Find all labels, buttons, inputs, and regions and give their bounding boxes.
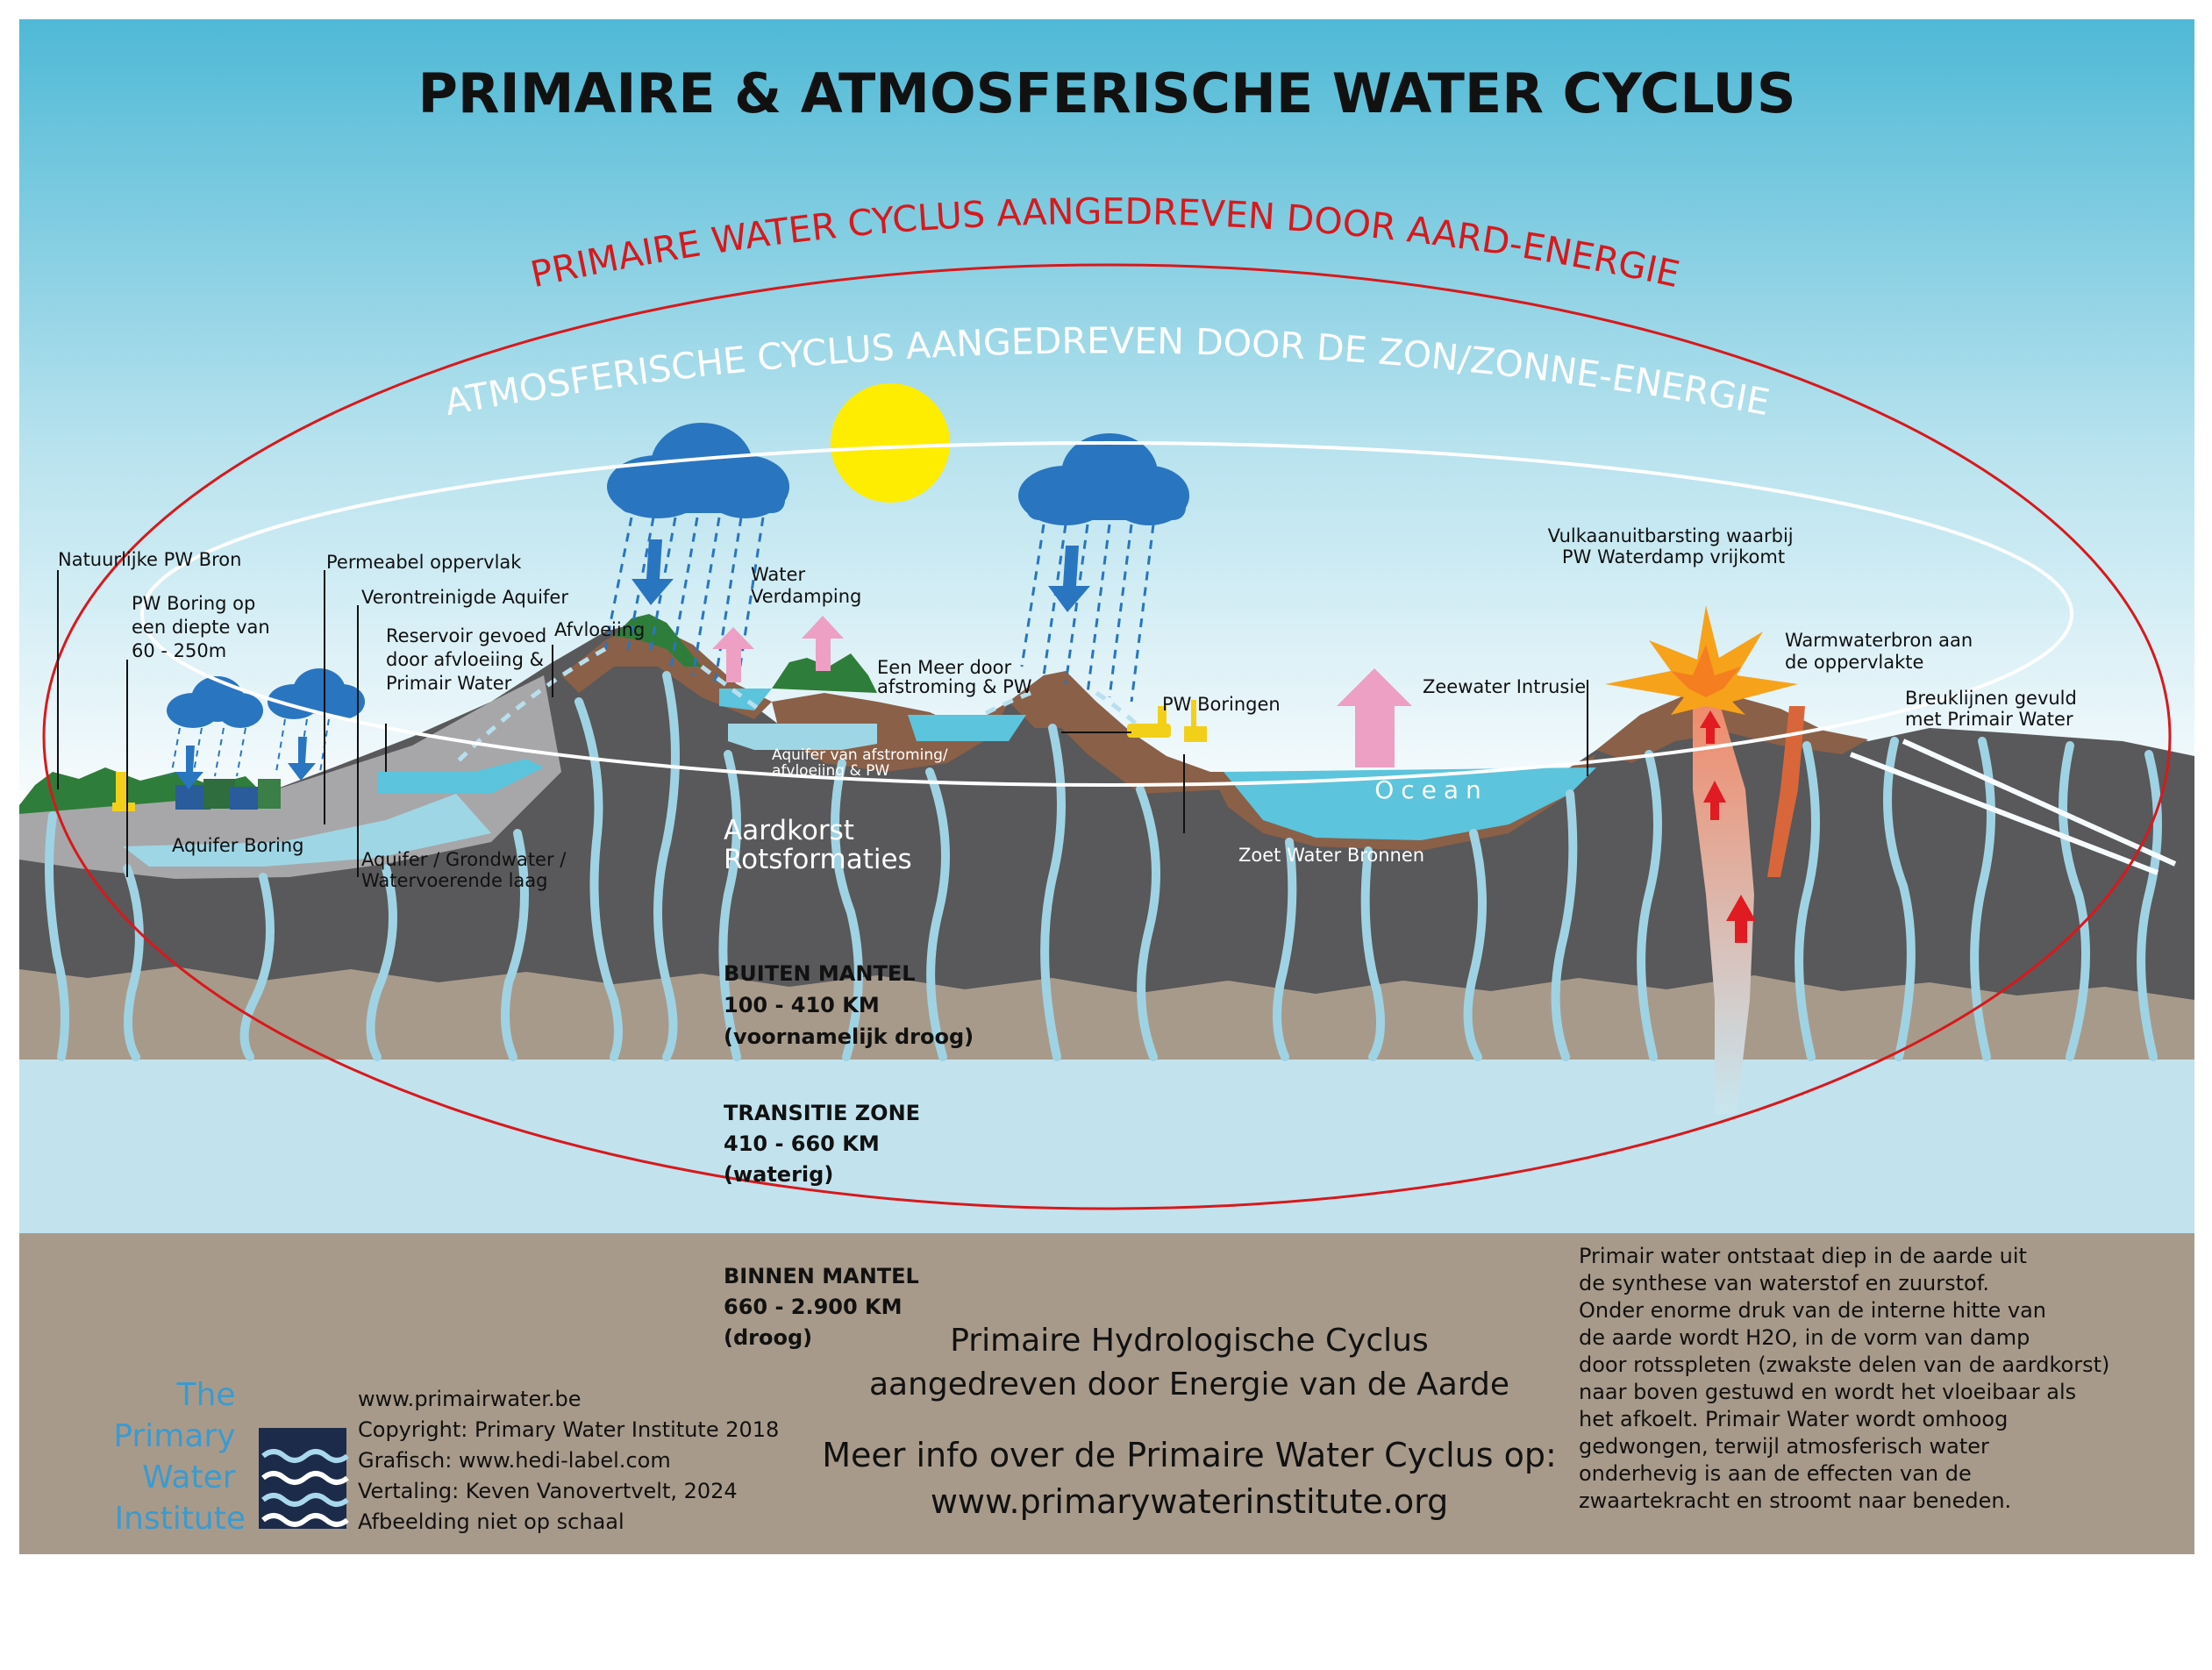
cycle-subtitle-1: Primaire Hydrologische Cyclus	[950, 1323, 1429, 1359]
label-aquifer-boring: Aquifer Boring	[172, 835, 303, 856]
valley-lake-left	[719, 689, 772, 710]
volcano-red-arrows	[1700, 710, 1756, 943]
cloud-small-2	[268, 668, 365, 719]
label-permeable-surface: Permeabel oppervlak	[326, 552, 522, 573]
label-hot-spring: Warmwaterbron aan de oppervlakte	[1785, 630, 1979, 673]
ocean-water	[1224, 767, 1596, 840]
info-line-1: Meer info over de Primaire Water Cyclus …	[822, 1436, 1557, 1474]
label-aquifer-runoff: Aquifer van afstroming/ afvloeiing & PW	[772, 743, 953, 780]
cycle-subtitle-2: aangedreven door Energie van de Aarde	[869, 1367, 1509, 1402]
label-evaporation: Water Verdamping	[751, 564, 861, 607]
drill-rig-pw-borings	[1127, 700, 1207, 742]
fault-lines	[1849, 739, 2177, 875]
label-ocean: Ocean	[1374, 775, 1488, 804]
info-link[interactable]: www.primarywaterinstitute.org	[931, 1482, 1448, 1521]
label-fresh-springs: Zoet Water Bronnen	[1238, 845, 1424, 866]
leader-lines	[57, 570, 1588, 877]
village-houses	[175, 779, 281, 810]
label-crust: Aardkorst Rotsformaties	[724, 815, 912, 875]
cloud-left	[607, 423, 789, 518]
label-polluted-aquifer: Verontreinigde Aquifer	[361, 587, 568, 608]
diagram-labels: Natuurlijke PW Bron PW Boring op een die…	[58, 525, 2083, 891]
rain-arrows	[175, 539, 1090, 789]
evaporation-arrows	[712, 616, 1412, 767]
inner-mantle-label: BINNEN MANTEL 660 - 2.900 KM (droog)	[724, 1264, 926, 1350]
cloud-right	[1018, 433, 1189, 525]
sun	[831, 383, 950, 503]
page-title: PRIMAIRE & ATMOSFERISCHE WATER CYCLUS	[417, 61, 1795, 125]
drill-rig-pw-boring	[112, 772, 135, 811]
transition-zone-label: TRANSITIE ZONE 410 - 660 KM (waterig)	[724, 1101, 927, 1187]
volcano-eruption-core	[1671, 645, 1741, 697]
cloud-small-1	[167, 676, 263, 728]
label-reservoir: Reservoir gevoed door afvloeiing & Prima…	[386, 625, 553, 694]
logo-text: The Primary Water Institute	[113, 1377, 246, 1537]
valley-soil	[772, 693, 1009, 772]
credits-block: www.primairwater.be Copyright: Primary W…	[358, 1387, 786, 1534]
aquifer-runoff-pool	[728, 724, 877, 750]
label-faults: Breuklijnen gevuld met Primair Water	[1905, 688, 2083, 730]
label-volcano: Vulkaanuitbarsting waarbij PW Waterdamp …	[1548, 525, 1800, 567]
label-natural-source: Natuurlijke PW Bron	[58, 549, 241, 570]
label-pw-borings: PW Boringen	[1162, 694, 1281, 715]
atmospheric-cycle-ellipse	[140, 441, 2073, 787]
volcano-conduit	[1693, 702, 1754, 1114]
hot-spring-conduit	[1767, 706, 1805, 877]
primary-water-channels	[45, 671, 2162, 1061]
transition-zone-band	[19, 1060, 2194, 1233]
aquifer-water	[123, 794, 491, 867]
label-groundwater: Aquifer / Grondwater / Watervoerende laa…	[361, 849, 572, 891]
outer-mantle-label: BUITEN MANTEL 100 - 410 KM (voornamelijk…	[724, 961, 974, 1049]
meer-lake	[908, 715, 1026, 741]
label-runoff: Afvloeiing	[554, 619, 645, 640]
primary-cycle-ellipse	[42, 263, 2172, 1210]
sky	[19, 19, 2194, 791]
rain-right	[1020, 524, 1155, 703]
vegetation-left	[19, 767, 263, 814]
vegetation-hill	[614, 614, 702, 667]
label-lake: Een Meer door afstroming & PW	[877, 657, 1032, 697]
inner-mantle-band	[19, 1233, 2194, 1554]
runoff-arrows	[454, 646, 1142, 765]
reservoir-water	[377, 759, 544, 794]
logo-waves-icon	[259, 1428, 349, 1529]
vegetation-valley	[772, 653, 877, 693]
explanation-paragraph: Primair water ontstaat diep in de aarde …	[1579, 1244, 2116, 1513]
label-seawater-intrusion: Zeewater Intrusie	[1423, 676, 1586, 697]
label-pw-boring: PW Boring op een diepte van 60 - 250m	[132, 593, 275, 661]
